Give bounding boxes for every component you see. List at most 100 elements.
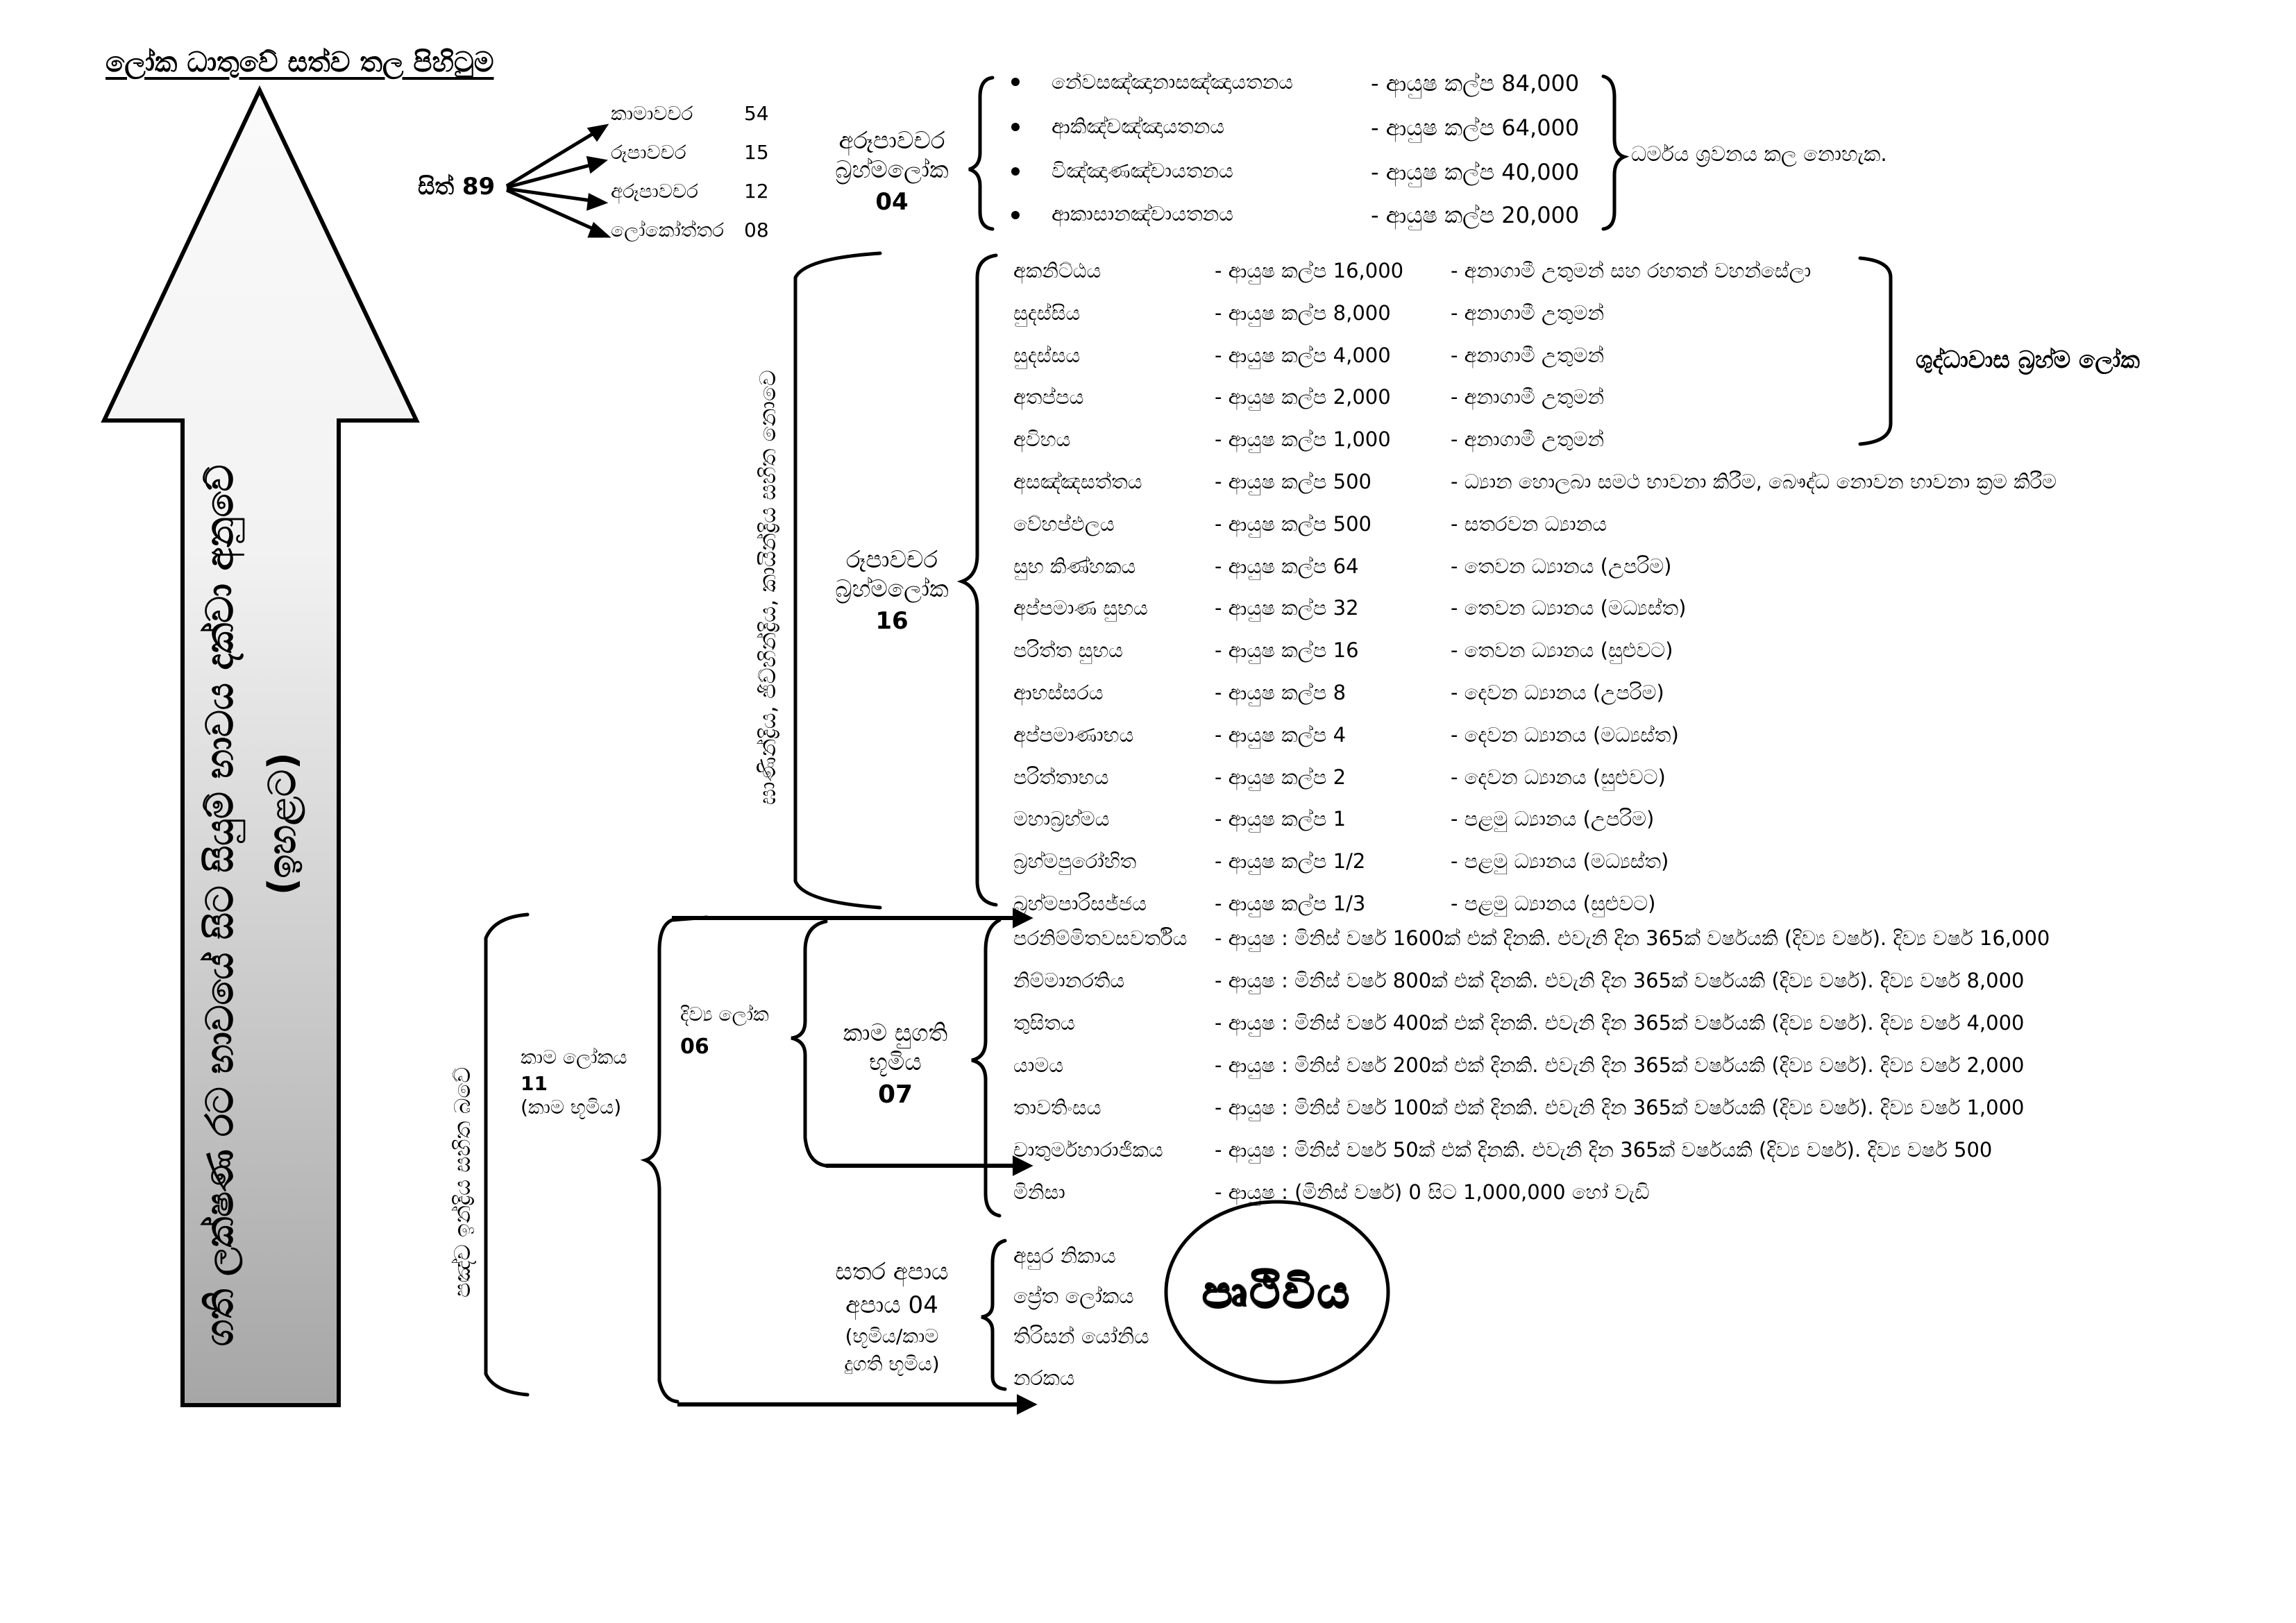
kama-outer-bracket [484,912,530,1397]
arrow-text-line2: (ඉහළට) [260,752,304,895]
sugati-brace [971,918,1002,1218]
arupa-name: ආකාසානඤ්චායතනය [1052,202,1234,226]
arrow-rupavacara [506,162,596,189]
rupa-desc: - තෙවන ධ්‍යානය (උපරිම) [1451,554,1672,578]
arupa-left-brace [968,76,995,231]
apaya-label-line1: සතර අපාය [835,1258,949,1286]
rupa-name: අප්පමාණ සුභය [1013,596,1148,620]
rupa-life: - ආයුෂ කල්ප 500 [1215,470,1372,493]
big-up-arrow [101,85,420,1407]
kama-name: නිම්මානරතිය [1013,969,1125,992]
kama-life: - ආයුෂ : (මිනිස් වර්ෂ) 0 සිට 1,000,000 හ… [1215,1180,1650,1204]
rupa-desc: - දෙවන ධ්‍යානය (මධ්‍යස්ත) [1451,722,1679,747]
rupa-name: මහාබ්‍රහ්මය [1013,807,1110,831]
deva-label-count: 06 [680,1035,709,1059]
rupa-name: අප්පමාණාභය [1013,722,1134,747]
rupa-desc: - අනාගාමී උතුමන් සහ රහතන් වහන්සේලා [1451,259,1812,282]
arupa-label-line1: අරූපාවචර [838,127,945,155]
arrowhead-icon [587,221,611,238]
earth-label: පෘථිවිය [1202,1267,1352,1318]
rupa-desc: - ධ්‍යාන හොලබා සමථ භාවනා කිරීම, බෞද්ධ නො… [1451,470,2057,493]
rupa-label-count: 16 [875,607,909,635]
bullet-icon [1011,123,1020,131]
rupa-outer-bracket [793,251,882,910]
rupa-name: ආභස්සරය [1013,681,1104,704]
citta-item-name: කාමාවචර [611,102,693,125]
kama-name: පරනිම්මිතවසවර්තිය [1013,926,1188,950]
citta-label: සිත් 89 [418,173,496,201]
rupa-life: - ආයුෂ කල්ප 1/3 [1215,892,1366,915]
arrowhead-icon [1013,908,1033,928]
rupa-desc: - අනාගාමී උතුමන් [1451,385,1605,409]
suddhavasa-label: ශුද්ධාවාස බ්‍රහ්ම ලෝක [1916,346,2140,374]
rupa-desc: - පළමු ධ්‍යානය (උපරිම) [1451,807,1655,831]
rupa-name: අතප්පය [1013,385,1084,409]
arupa-life: - ආයුෂ කල්ප 40,000 [1371,159,1580,185]
bullet-icon [1011,78,1020,86]
rupa-desc: - සතරවන ධ්‍යානය [1451,511,1607,536]
apaya-brace [981,1239,1007,1391]
apaya-item: අසුර නිකාය [1013,1244,1116,1268]
rupa-desc: - පළමු ධ්‍යානය (මධ්‍යස්ත) [1451,849,1669,874]
citta-item-count: 15 [744,141,769,164]
rupa-life: - ආයුෂ කල්ප 2,000 [1215,385,1391,409]
kama-label-line3: (කාම භූමිය) [521,1096,622,1119]
arupa-right-brace [1601,74,1630,231]
rupa-desc: - පළමු ධ්‍යානය (සුළුවට) [1451,892,1656,915]
apaya-label-line3: (භූමිය/කාම [845,1325,939,1348]
rupa-life: - ආයුෂ කල්ප 64 [1215,554,1359,578]
arupa-label-line2: බ්‍රහ්මලෝක [835,156,949,184]
rupa-name: වේහප්ඵලය [1013,511,1115,536]
bullet-icon [1011,211,1020,219]
arrowhead-icon [586,124,609,142]
suddhavasa-right-bracket [1858,256,1893,446]
deva-brace [791,919,828,1168]
arrow-arupavacara [506,187,596,203]
rupa-life: - ආයුෂ කල්ප 1/2 [1215,849,1366,874]
citta-item-count: 12 [744,180,769,203]
apaya-item: තිරිසන් යෝනිය [1013,1325,1149,1349]
rupa-name: බ්‍රහ්මපුරෝහිත [1013,849,1137,874]
rupa-label-line2: බ්‍රහ්මලෝක [835,575,949,603]
rupa-life: - ආයුෂ කල්ප 8,000 [1215,300,1391,325]
arupa-life: - ආයුෂ කල්ප 64,000 [1371,114,1580,141]
arrowhead-icon [586,155,608,174]
rupa-life: - ආයුෂ කල්ප 1,000 [1215,427,1391,452]
arupa-name: විඤ්ඤාණඤ්චායතනය [1052,159,1233,182]
kama-name: තුසිතය [1013,1011,1075,1035]
rupa-name: සුදස්සිය [1013,300,1081,325]
citta-item-count: 54 [744,102,769,125]
rupa-side-label: ඝාණින්ද්‍රිය, ජිව්හින්ද්‍රිය, කායින්ද්‍ර… [754,370,781,805]
rupa-desc: - දෙවන ධ්‍යානය (උපරිම) [1451,681,1664,704]
citta-item-count: 08 [744,219,769,241]
sugati-label-count: 07 [877,1080,913,1109]
rupa-life: - ආයුෂ කල්ප 16 [1215,638,1359,663]
arrow-kamavacara [505,128,600,188]
rupa-desc: - තෙවන ධ්‍යානය (සුළුවට) [1451,638,1673,663]
arupa-life: - ආයුෂ කල්ප 84,000 [1371,70,1580,96]
arrowhead-icon [1013,1155,1033,1176]
arrowhead-icon [586,193,609,211]
rupa-name: බ්‍රහ්මපාරිසජ්ජය [1013,892,1147,915]
kama-life: - ආයුෂ : මිනිස් වර්ෂ 200ක් එක් දිනකි. එව… [1215,1053,2025,1077]
rupa-desc: - අනාගාමී උතුමන් [1451,427,1605,452]
kama-name: තාවතිංසය [1013,1096,1101,1119]
kama-life: - ආයුෂ : මිනිස් වර්ෂ 400ක් එක් දිනකි. එව… [1215,1011,2025,1035]
kama-life: - ආයුෂ : මිනිස් වර්ෂ 100ක් එක් දිනකි. එව… [1215,1096,2025,1119]
citta-arrows [505,124,611,238]
rupa-name: අසඤ්ඤසත්තය [1013,470,1142,493]
rupa-life: - ආයුෂ කල්ප 4 [1215,722,1347,747]
rupa-name: පරිත්ත සුභය [1013,638,1123,663]
kama-name: මිනිසා [1013,1180,1065,1204]
deva-label-line1: දිව්‍ය ලෝක [680,1003,769,1026]
earth-circle [1164,1200,1390,1384]
arupa-label-count: 04 [875,188,909,216]
sugati-label-line1: කාම සුගති [843,1019,948,1047]
kama-life: - ආයුෂ : මිනිස් වර්ෂ 1600ක් එක් දිනකි. එ… [1215,926,2050,950]
rupa-life: - ආයුෂ කල්ප 16,000 [1215,259,1404,282]
rupa-life: - ආයුෂ කල්ප 1 [1215,807,1347,831]
rupa-name: සුදස්සය [1013,343,1081,367]
arupa-life: - ආයුෂ කල්ප 20,000 [1371,202,1580,228]
rupa-desc: - දෙවන ධ්‍යානය (සුළුවට) [1451,765,1666,789]
